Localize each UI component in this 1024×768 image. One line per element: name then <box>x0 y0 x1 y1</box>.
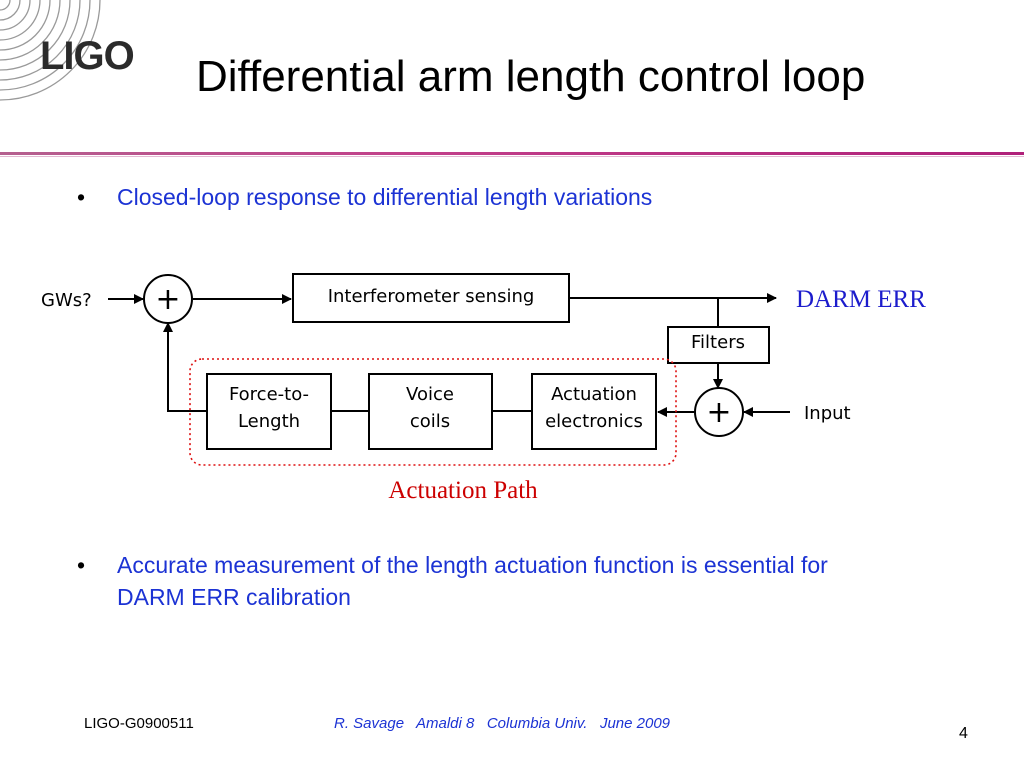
gws-label: GWs? <box>41 290 92 311</box>
actuation-path-outline <box>189 358 677 466</box>
input-label: Input <box>804 403 851 424</box>
bullet-item: • Accurate measurement of the length act… <box>77 549 877 613</box>
force-to-length-box <box>206 373 332 450</box>
voice-coils-box <box>368 373 493 450</box>
summing-junction-gws <box>143 274 193 324</box>
bullet-marker: • <box>77 552 86 578</box>
filters-box <box>667 326 770 364</box>
actuation-path-label: Actuation Path <box>388 477 538 504</box>
sum-symbol-gws: + <box>155 282 180 317</box>
summing-junction-input <box>694 387 744 437</box>
actuation-electronics-box <box>531 373 657 450</box>
interferometer-label: Interferometer sensing <box>328 286 535 307</box>
bullet-item: • Closed-loop response to differential l… <box>77 181 977 213</box>
darm-err-label: DARM ERR <box>796 286 926 313</box>
title-divider-shadow <box>0 156 1024 157</box>
bullet-text: Accurate measurement of the length actua… <box>117 552 828 610</box>
filters-label: Filters <box>691 332 745 353</box>
ligo-logo: LIGO <box>40 34 135 78</box>
interferometer-box <box>292 273 570 323</box>
page-number: 4 <box>959 725 968 742</box>
sum-symbol-input: + <box>706 395 731 430</box>
force-label-line2: Length <box>238 411 300 432</box>
bullet-marker: • <box>77 184 86 210</box>
slide-title: Differential arm length control loop <box>196 52 866 101</box>
force-label-line1: Force-to- <box>229 384 309 405</box>
actuation-label-line2: electronics <box>545 411 643 432</box>
voice-label-line2: coils <box>410 411 450 432</box>
control-loop-diagram: GWs? + + Interferometer sensing Filters … <box>41 273 926 504</box>
voice-label-line1: Voice <box>406 384 454 405</box>
actuation-label-line1: Actuation <box>551 384 637 405</box>
bullet-text: Closed-loop response to differential len… <box>117 184 653 210</box>
feedback-arrow <box>163 322 207 412</box>
footer-credit: R. Savage Amaldi 8 Columbia Univ. June 2… <box>334 715 671 732</box>
document-id: LIGO-G0900511 <box>84 715 194 732</box>
title-divider <box>0 152 1024 155</box>
